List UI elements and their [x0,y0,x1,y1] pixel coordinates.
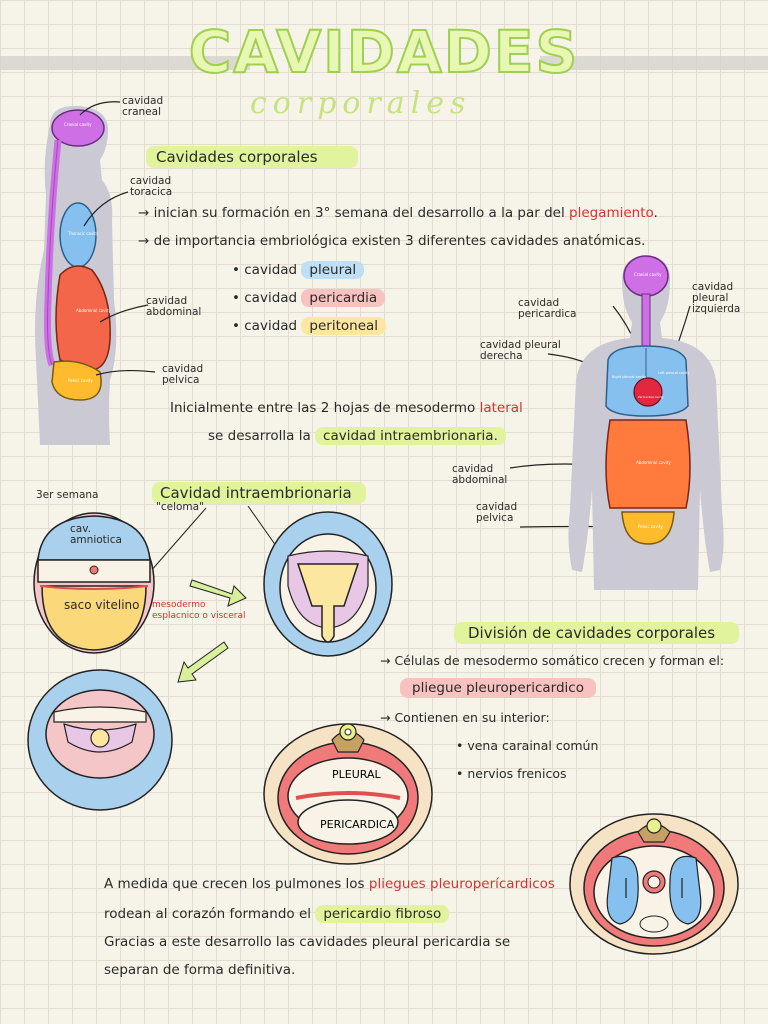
right-pericardial-cavity [633,377,663,407]
arrow-down-left-icon [177,641,229,683]
bullet-importancia: → de importancia embriológica existen 3 … [138,233,646,249]
note-line1: Inicialmente entre las 2 hojas de mesode… [170,400,476,416]
amniotica-label: cav. amniotica [70,523,122,546]
embryo-section-3 [27,669,173,811]
bullet-inician-text: → inician su formación en 3° semana del … [138,205,565,221]
mesodermo-label: mesodermo esplacnico o visceral [152,600,246,621]
label-cavidad-pelvica-right: cavidad pelvica [476,501,518,524]
amniotic-cavity [37,515,151,561]
yolk-sac [41,585,147,651]
saco-vitelino-label: saco vitelino [64,598,140,612]
lungs-diagram [569,813,739,955]
right-inner-pleural-left: Left pleural cavity [658,371,690,375]
final-line1-text: A medida que crecen los pulmones los [104,876,365,892]
note-intraembrionaria: cavidad intraembrionaria. [315,427,506,445]
final-line2-text: rodean al corazón formando el [104,906,312,922]
label-cavidad-pelvica: cavidad pelvica [162,363,204,386]
note-line2: se desarrolla la [208,428,311,444]
week-label: 3er semana [36,489,99,501]
gut-tube [296,563,360,643]
right-inner-pelvic: Pelvic cavity [638,524,663,529]
celoma-label: "celoma" [156,501,204,513]
right-lung [606,855,639,925]
label-cavidad-craneal: cavidad craneal [122,95,164,118]
section-heading-cavidades: Cavidades corporales [146,146,358,168]
diagram-pleural-text: PLEURAL [332,768,381,781]
left-inner-abdominal: Abdominal cavity [76,308,111,313]
left-inner-cranial: Cranial cavity [64,122,92,127]
label-cavidad-pericardica: cavidad pericardica [518,297,577,320]
cavity-list-item-pleural: • cavidad pleural [232,261,365,279]
label-cavidad-abdominal-right: cavidad abdominal [452,463,508,486]
left-pelvic-cavity [51,360,102,401]
right-pelvic-cavity [621,511,675,545]
note-desarrolla: se desarrolla la cavidad intraembrionari… [208,427,506,445]
left-abdominal-cavity [55,265,111,371]
section-heading-intraembrionaria: Cavidad intraembrionaria [152,482,366,504]
cavity-list-item-pericardia: • cavidad pericardia [232,289,386,307]
pliegue-pleuropericardico: pliegue pleuropericardico [400,678,596,698]
arrow-right-icon [189,579,247,607]
right-inner-cranial: Cranial cavity [634,272,662,277]
division-line2: → Contienen en su interior: [380,710,550,725]
tape-left [0,56,250,70]
cavity-list-item-peritoneal: • cavidad peritoneal [232,317,387,335]
cavity-pleural-prefix: • cavidad [232,262,298,278]
section-heading-division: División de cavidades corporales [454,622,740,644]
final-line3: Gracias a este desarrollo las cavidades … [104,934,511,950]
left-lung [669,855,702,925]
right-abdominal-cavity [605,419,691,509]
final-line2: rodean al corazón formando el pericardio… [104,905,450,923]
right-body-figure: Cranial cavity Right pleural cavity Left… [568,255,724,590]
pericardial-cavity-diagram [297,799,399,845]
right-inner-pericardial: Pericardial cavity [638,395,664,399]
right-inner-pleural-right: Right pleural cavity [612,375,646,379]
label-cavidad-toracica: cavidad toracica [130,175,173,198]
tape-right [540,56,768,70]
final-line4: separan de forma definitiva. [104,962,296,978]
cavity-peritoneal-name: peritoneal [301,317,387,335]
right-inner-abdominal: Abdominal cavity [636,460,671,465]
embryo-section-1 [33,512,155,654]
cavity-pericardia-prefix: • cavidad [232,290,298,306]
left-body-figure: Cranial cavity Thoracic cavity Abdominal… [35,105,117,445]
page-title: CAVIDADES [188,17,580,87]
note-lateral: lateral [479,400,523,416]
cavity-peritoneal-prefix: • cavidad [232,318,298,334]
label-cavidad-pleural-izquierda: cavidad pleural izquierda [692,281,741,315]
bullet-inician: → inician su formación en 3° semana del … [138,205,658,221]
bullet-inician-suffix: . [653,205,658,221]
label-cavidad-abdominal: cavidad abdominal [146,295,202,318]
cavity-pleural-name: pleural [301,261,365,279]
cavity-pericardia-name: pericardia [301,289,386,307]
final-line2-highlight: pericardio fibroso [315,905,450,923]
note-inicialmente: Inicialmente entre las 2 hojas de mesode… [170,400,523,416]
division-item-vena: • vena carainal común [456,738,599,753]
pleuropericardial-diagram: PLEURAL PERICARDICA [263,723,433,865]
embryo-section-2 [263,511,393,657]
division-item-nervios: • nervios frenicos [456,766,567,781]
left-inner-pelvic: Pelvic cavity [68,378,93,383]
bullet-inician-highlight: plegamiento [569,205,654,221]
diagram-pericardica-text: PERICARDICA [320,818,395,831]
final-line1-highlight: pliegues pleuroperícardicos [368,876,555,892]
final-line1: A medida que crecen los pulmones los pli… [104,876,555,892]
left-cranial-cavity [51,109,105,147]
label-cavidad-pleural-derecha: cavidad pleural derecha [480,339,561,362]
left-inner-thoracic: Thoracic cavity [67,231,99,236]
division-line1: → Células de mesodermo somático crecen y… [380,653,725,668]
page-subtitle: corporales [250,86,472,121]
